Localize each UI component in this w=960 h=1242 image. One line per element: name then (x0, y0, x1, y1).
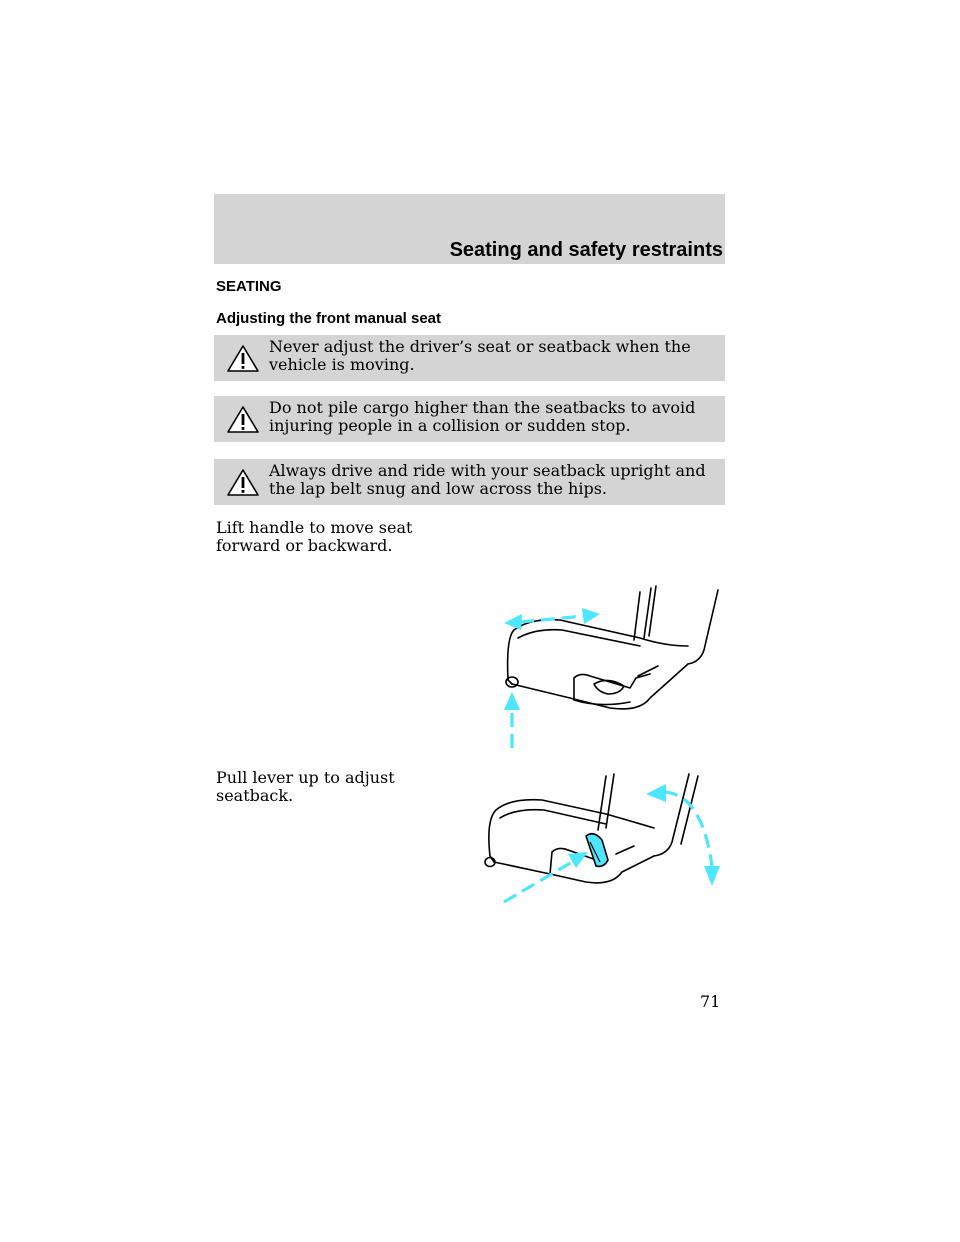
seatback-recline-illustration (484, 773, 720, 904)
sub-heading: Adjusting the front manual seat (216, 310, 442, 327)
section-heading: SEATING (216, 278, 282, 295)
instruction-seatback: Pull lever up to adjust seatback. (216, 768, 395, 805)
warning-box: Always drive and ride with your seatback… (214, 459, 725, 505)
warning-text: Always drive and ride with your seatback… (269, 461, 706, 498)
warning-text: Do not pile cargo higher than the seatba… (269, 398, 696, 435)
header-bar: Seating and safety restraints (214, 194, 725, 264)
warning-triangle-icon (227, 406, 259, 433)
seat-track-illustration (504, 585, 719, 748)
instruction-seat-slide: Lift handle to move seat forward or back… (216, 518, 413, 555)
warning-triangle-icon (227, 469, 259, 496)
warning-box: Never adjust the driver’s seat or seatba… (214, 335, 725, 381)
page-title: Seating and safety restraints (449, 239, 723, 261)
warning-triangle-icon (227, 345, 259, 372)
warning-box: Do not pile cargo higher than the seatba… (214, 396, 725, 442)
warning-text: Never adjust the driver’s seat or seatba… (269, 337, 691, 374)
page-number: 71 (700, 992, 721, 1011)
